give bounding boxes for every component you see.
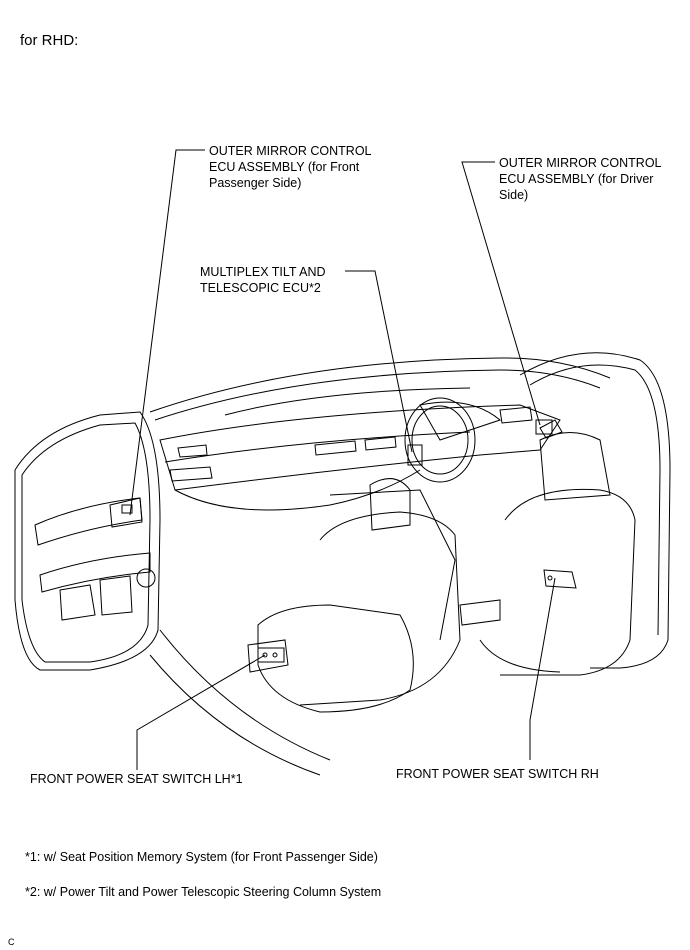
driver-mirror-ecu-part — [535, 419, 553, 435]
passenger-mirror-ecu-part — [109, 497, 143, 528]
footnote-2: *2: w/ Power Tilt and Power Telescopic S… — [25, 885, 382, 899]
label-seat-switch-rh: FRONT POWER SEAT SWITCH RH — [396, 767, 599, 781]
page-heading: for RHD: — [20, 32, 79, 49]
right-door-outline — [519, 352, 671, 669]
windshield-frame — [149, 357, 611, 421]
label-tilt-telescopic-ecu: MULTIPLEX TILT AND TELESCOPIC ECU*2 — [200, 265, 326, 295]
leader-lines — [129, 149, 556, 770]
dashboard-outline — [159, 401, 561, 511]
seat-switch-rh-part — [543, 569, 577, 589]
label-mirror-ecu-driver: OUTER MIRROR CONTROL ECU ASSEMBLY (for D… — [499, 156, 662, 202]
label-seat-switch-lh: FRONT POWER SEAT SWITCH LH*1 — [30, 772, 243, 786]
floor-line — [149, 629, 331, 776]
left-seat — [247, 478, 461, 713]
corner-mark: C — [8, 937, 15, 947]
center-console — [329, 489, 501, 641]
label-mirror-ecu-passenger: OUTER MIRROR CONTROL ECU ASSEMBLY (for F… — [209, 144, 372, 190]
footnote-1: *1: w/ Seat Position Memory System (for … — [25, 850, 378, 864]
right-seat — [479, 432, 636, 676]
tilt-telescopic-ecu-part — [407, 444, 423, 466]
seat-switch-lh-part — [257, 647, 285, 663]
steering-wheel — [404, 397, 476, 483]
